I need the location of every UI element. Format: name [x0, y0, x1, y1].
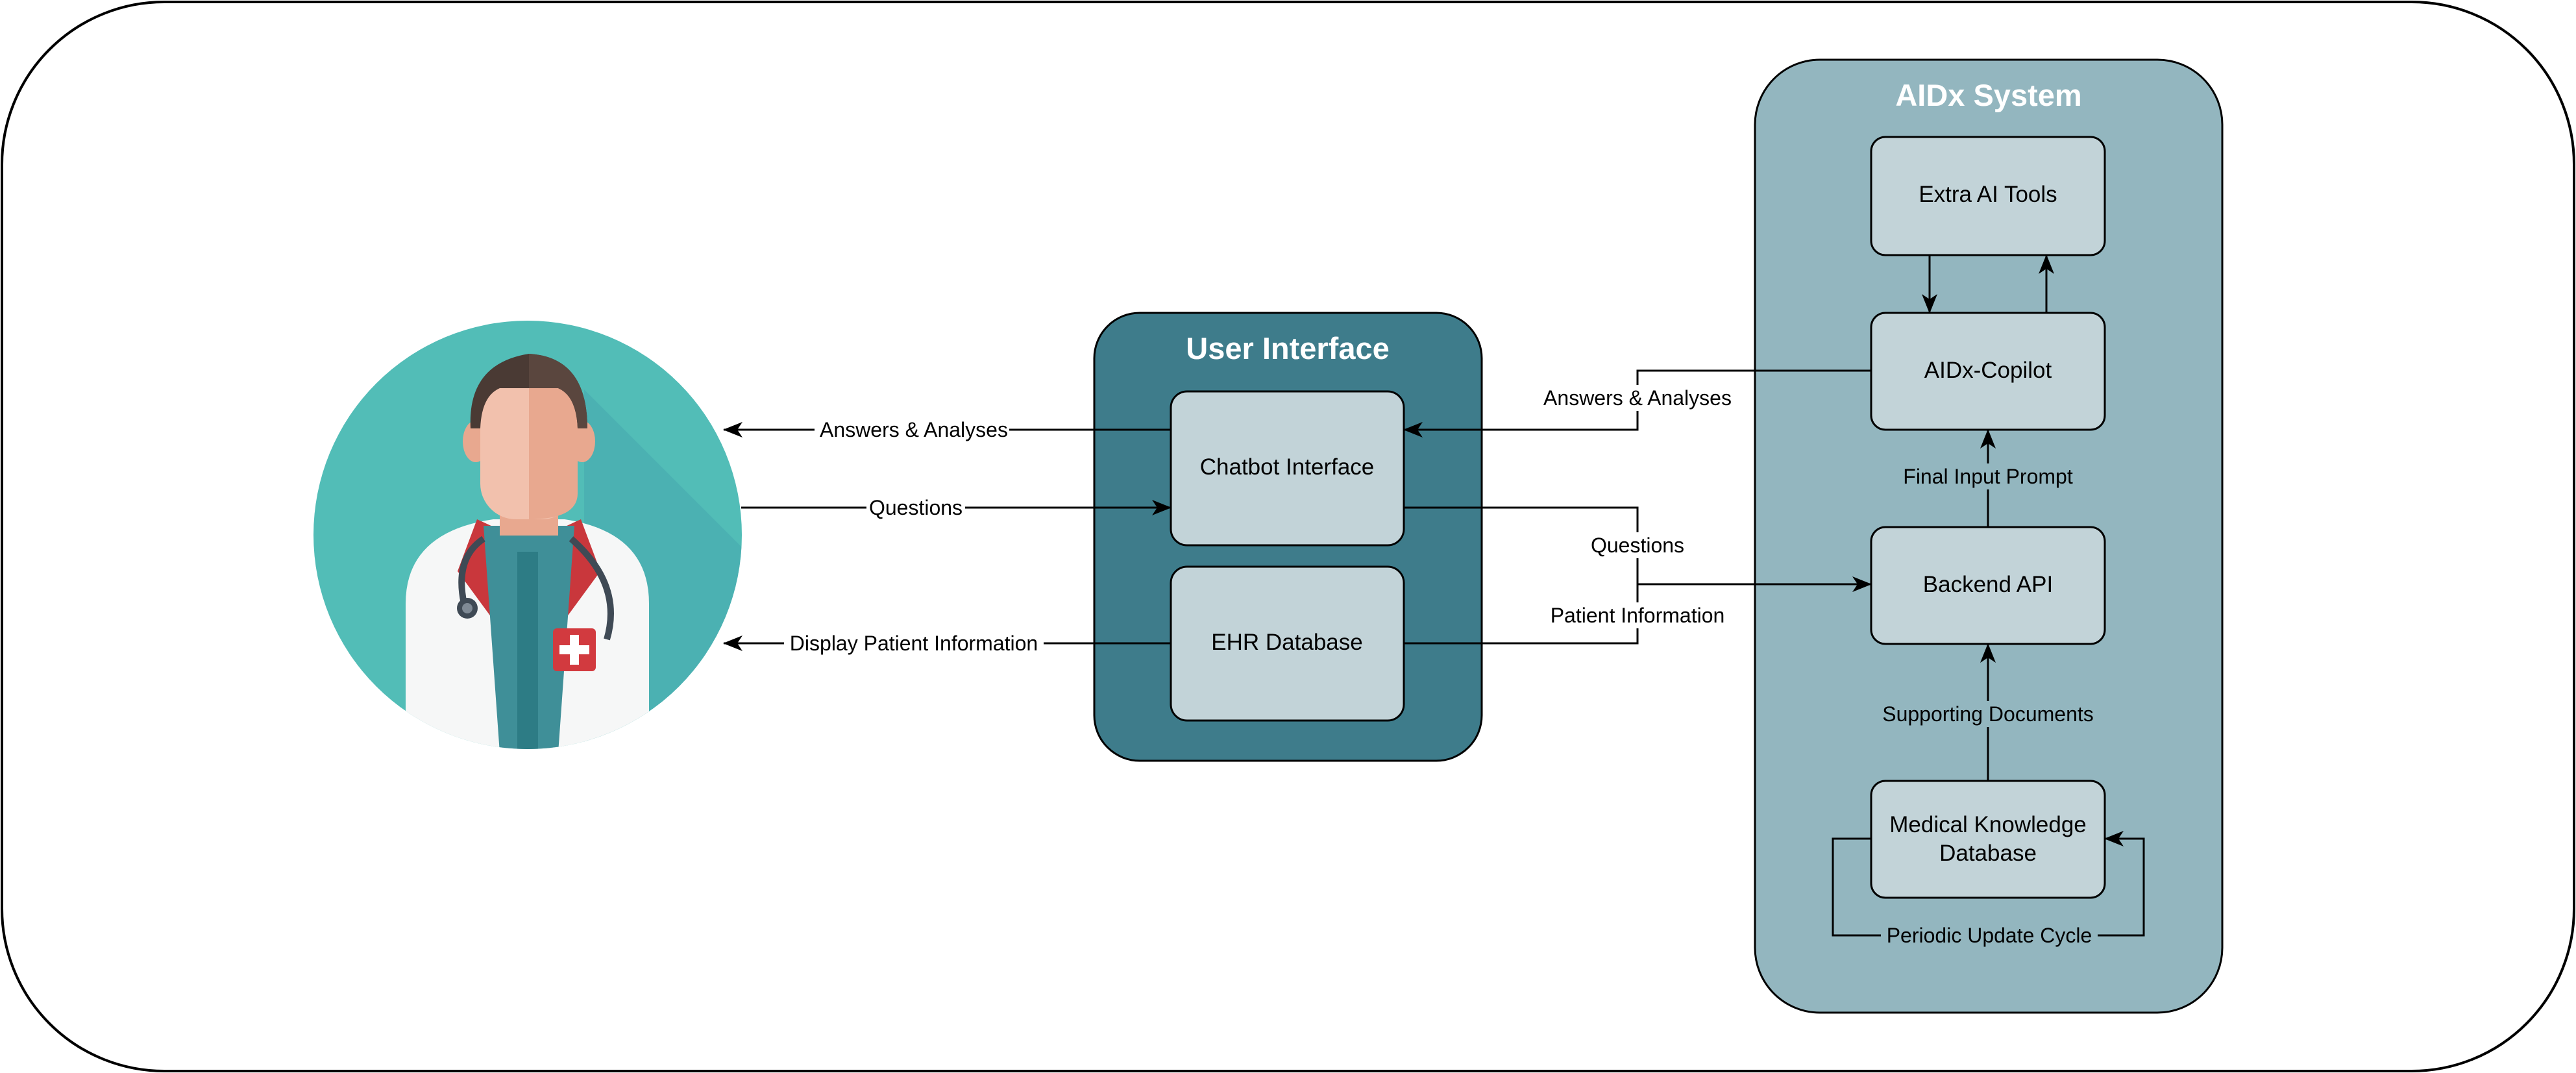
- backend-api-label: Backend API: [1923, 572, 2053, 597]
- edge-label-questions-to-backend: Questions: [1591, 534, 1684, 557]
- edge-label-answers-to-doctor: Answers & Analyses: [820, 418, 1008, 441]
- aidx-system-title: AIDx System: [1895, 78, 2081, 112]
- doctor-avatar-icon: [313, 321, 742, 749]
- edge-label-patient-info-to-backend: Patient Information: [1551, 604, 1725, 627]
- edge-label-display-patient-info: Display Patient Information: [790, 632, 1038, 655]
- edge-label-questions-from-doctor: Questions: [869, 496, 963, 519]
- edge-label-periodic-update-cycle: Periodic Update Cycle: [1887, 924, 2092, 947]
- aidx-copilot-label: AIDx-Copilot: [1924, 358, 2052, 383]
- ehr-database-label: EHR Database: [1211, 630, 1362, 655]
- extra-ai-tools-node: [1870, 136, 2106, 256]
- chatbot-interface-node: [1170, 390, 1405, 547]
- extra-ai-tools-label: Extra AI Tools: [1919, 182, 2057, 207]
- edge-label-final-input-prompt: Final Input Prompt: [1903, 465, 2073, 488]
- edge-label-supporting-documents: Supporting Documents: [1882, 702, 2094, 726]
- user-interface-title: User Interface: [1186, 331, 1390, 365]
- edge-label-answers-from-copilot: Answers & Analyses: [1543, 386, 1732, 410]
- medical-knowledge-db-label-line1: Medical Knowledge: [1889, 812, 2087, 837]
- medical-knowledge-db-label-line2: Database: [1939, 841, 2037, 866]
- chatbot-interface-label: Chatbot Interface: [1200, 454, 1375, 480]
- medical-knowledge-db-node: [1870, 780, 2106, 899]
